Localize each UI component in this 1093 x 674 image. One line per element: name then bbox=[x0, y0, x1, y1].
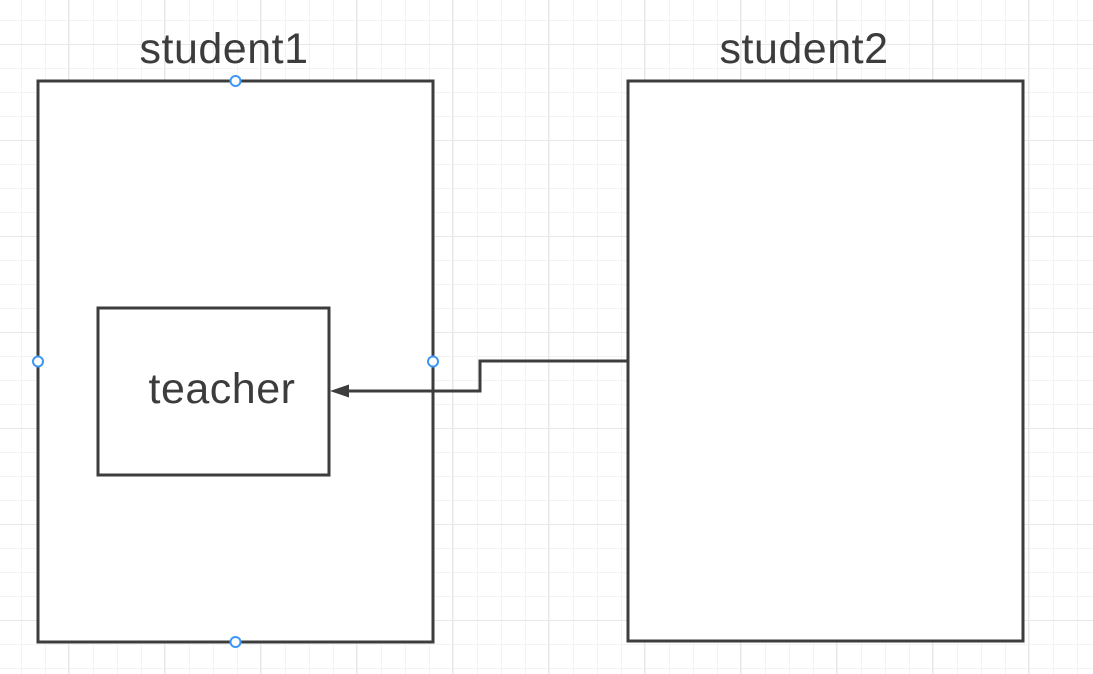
connection-point-top[interactable] bbox=[229, 75, 242, 87]
student2-node[interactable] bbox=[626, 79, 1025, 643]
connection-point-left[interactable] bbox=[32, 355, 44, 368]
teacher-label[interactable]: teacher bbox=[148, 365, 296, 413]
connection-point-right[interactable] bbox=[427, 355, 439, 368]
student2-label[interactable]: student2 bbox=[719, 25, 889, 73]
edge-student2-to-teacher[interactable] bbox=[349, 359, 628, 393]
teacher-node[interactable] bbox=[96, 306, 331, 477]
student1-label[interactable]: student1 bbox=[139, 25, 309, 73]
edge-arrowhead-icon[interactable] bbox=[330, 384, 349, 398]
connection-point-bottom[interactable] bbox=[229, 636, 242, 648]
